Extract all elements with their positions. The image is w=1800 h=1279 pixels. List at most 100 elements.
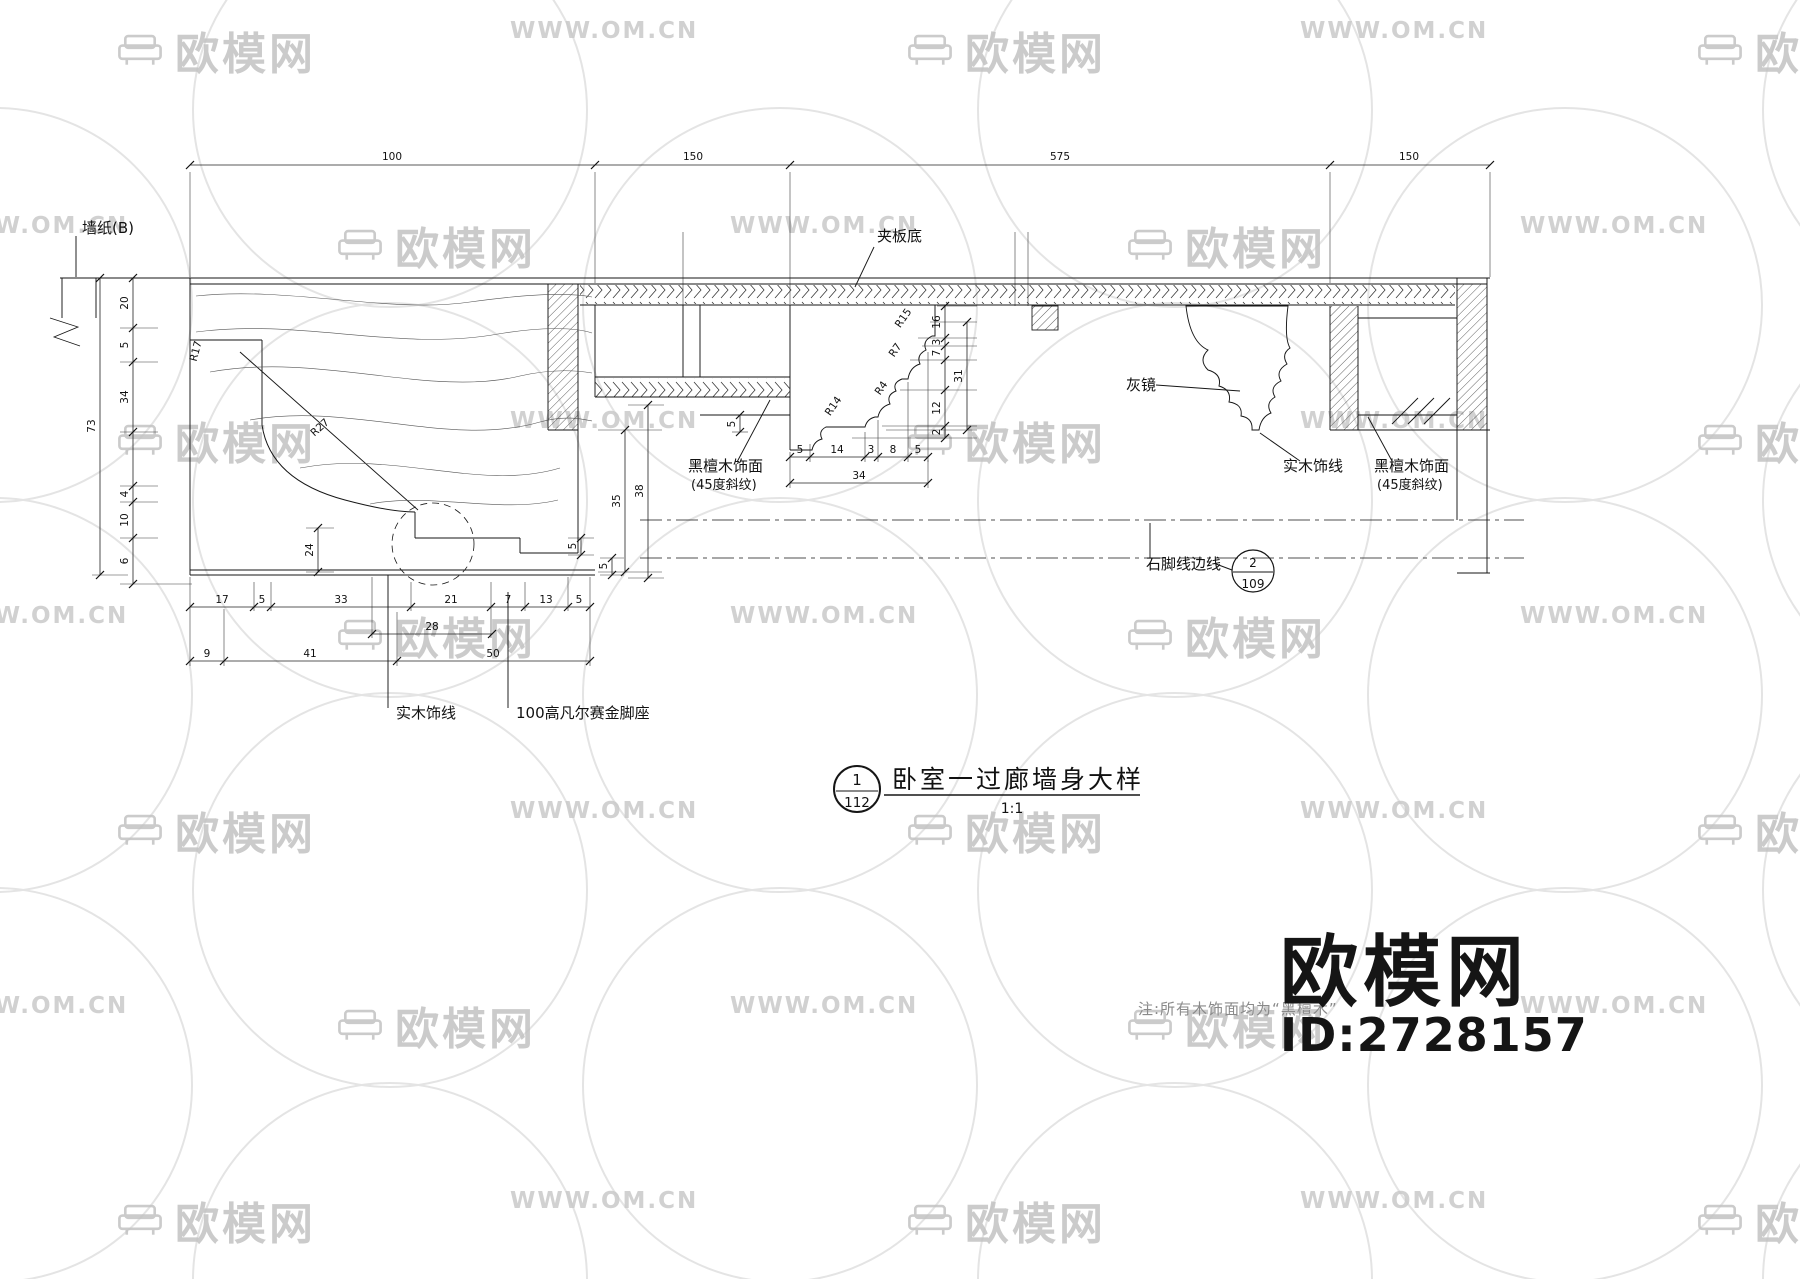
- sofa-icon: [908, 34, 952, 65]
- label-ebony-veneer-right: 黑檀木饰面: [1374, 457, 1449, 475]
- radius-label: R15: [893, 306, 915, 330]
- watermark-ring: [582, 887, 978, 1279]
- left-dimension-chain: 20 5 34 73 4 10 6 24: [86, 296, 316, 564]
- dim-label: 16: [931, 315, 943, 329]
- watermark-ring: [0, 887, 193, 1279]
- dim-label: 3: [868, 444, 875, 456]
- sofa-icon: [118, 1204, 162, 1235]
- dim-label: 7: [931, 350, 943, 357]
- watermark-ring: [1762, 383, 1800, 617]
- watermark-brand: 欧模网: [905, 18, 1106, 82]
- label-stone-skirting: 石脚线边线: [1146, 555, 1221, 573]
- watermark-brand: 欧模网: [1125, 993, 1326, 1057]
- watermark-site: WWW.OM.CN: [730, 213, 919, 239]
- watermark-site: WWW.OM.CN: [510, 408, 699, 434]
- mid-vertical-dimensions: 35 38 5 5: [567, 484, 646, 569]
- watermark-brand-text: 欧模网: [1755, 1199, 1800, 1250]
- dim-label: 38: [634, 484, 646, 497]
- watermark-site: WWW.OM.CN: [0, 603, 129, 629]
- sofa-icon: [338, 229, 382, 260]
- radius-label: R17: [188, 340, 205, 363]
- label-ebony-veneer-right-sub: (45度斜纹): [1377, 477, 1443, 493]
- watermark-ring: [1367, 887, 1763, 1279]
- watermark-site: WWW.OM.CN: [730, 603, 919, 629]
- title-sheet-number: 112: [844, 795, 870, 811]
- label-ebony-veneer-left: 黑檀木饰面: [688, 457, 763, 475]
- watermark-brand-text: 欧模网: [965, 809, 1106, 860]
- watermark-ring: [977, 692, 1373, 1088]
- watermark-site: WWW.OM.CN: [1520, 993, 1709, 1019]
- watermark-brand-text: 欧模网: [1755, 419, 1800, 470]
- watermark-brand-text: 欧模网: [965, 419, 1106, 470]
- watermark-ring: [0, 497, 193, 893]
- dim-label: 150: [1399, 151, 1419, 163]
- radius-label: R14: [823, 394, 845, 418]
- watermark-ring: [192, 302, 588, 698]
- dim-label: 6: [119, 557, 131, 564]
- watermark-site: WWW.OM.CN: [730, 993, 919, 1019]
- hatched-members: [548, 284, 1487, 430]
- watermark-ring: [192, 692, 588, 1088]
- label-plywood-base: 夹板底: [877, 227, 922, 245]
- top-dimension-chain: 100 150 575 150: [382, 151, 1419, 163]
- dim-label: 50: [486, 648, 499, 660]
- watermark-brand: 欧模网: [1695, 798, 1800, 862]
- watermark-brand: 欧模网: [335, 603, 536, 667]
- dim-label: 41: [303, 648, 316, 660]
- label-solid-wood-bottom: 实木饰线: [396, 704, 456, 722]
- watermark-site: WWW.OM.CN: [1520, 213, 1709, 239]
- dim-label: 10: [119, 513, 131, 526]
- dim-label: 5: [567, 543, 579, 550]
- watermark-ring: [1762, 773, 1800, 1007]
- watermark-brand-text: 欧模网: [395, 614, 536, 665]
- watermark-brand: 欧模网: [115, 408, 316, 472]
- watermark-brand-text: 欧模网: [395, 1004, 536, 1055]
- detail-callout-circle: [1231, 549, 1275, 593]
- dim-label: 9: [204, 648, 211, 660]
- profiles-and-details: [49, 293, 1524, 813]
- watermark-brand: 欧模网: [1695, 408, 1800, 472]
- dim-label: 7: [505, 594, 512, 606]
- corbel-bracket: [1185, 305, 1291, 431]
- wood-grain-lines: [195, 293, 593, 506]
- watermark-brand-text: 欧模网: [1185, 1004, 1326, 1055]
- drawing-text: 100 150 575 150 20 5 34 73 4 10 6 24 17 …: [82, 151, 1449, 817]
- watermark-ring: [1762, 0, 1800, 227]
- sofa-icon: [338, 619, 382, 650]
- label-solid-wood-right: 实木饰线: [1283, 457, 1343, 475]
- dim-label: 33: [334, 594, 347, 606]
- title-callout-circle: [833, 765, 881, 813]
- sofa-icon: [1128, 619, 1172, 650]
- watermark-brand-text: 欧模网: [1185, 614, 1326, 665]
- dim-label: 28: [425, 621, 438, 633]
- watermark-brand: 欧模网: [1695, 18, 1800, 82]
- dim-label: 5: [576, 594, 583, 606]
- watermark-brand-text: 欧模网: [175, 419, 316, 470]
- watermark-brand-text: 欧模网: [1755, 29, 1800, 80]
- watermark-brand: 欧模网: [1125, 603, 1326, 667]
- wall-break-symbol: [49, 317, 81, 347]
- section-outline-lines: [60, 236, 1490, 792]
- dim-label: 24: [304, 543, 316, 557]
- sofa-icon: [1128, 229, 1172, 260]
- watermark-brand-text: 欧模网: [1185, 224, 1326, 275]
- material-note: 注:所有木饰面均为“黑檀木”: [1138, 1000, 1338, 1018]
- watermark-brand: 欧模网: [1125, 213, 1326, 277]
- dim-label: 17: [215, 594, 228, 606]
- watermark-brand: 欧模网: [905, 1188, 1106, 1252]
- sofa-icon: [1698, 424, 1742, 455]
- dim-label: 20: [119, 296, 131, 309]
- watermark-site: WWW.OM.CN: [510, 1188, 699, 1214]
- cornice-dimensions: 5 14 3 8 5 34 16 3 7 31 12 2 5: [726, 315, 965, 482]
- sofa-icon: [1698, 34, 1742, 65]
- dim-label: 5: [726, 421, 738, 428]
- sofa-icon: [1128, 1009, 1172, 1040]
- watermark-ring: [977, 1082, 1373, 1279]
- watermark-brand-text: 欧模网: [965, 1199, 1106, 1250]
- dim-label: 14: [830, 444, 844, 456]
- watermark-site: WWW.OM.CN: [0, 213, 129, 239]
- dim-label: 2: [931, 429, 943, 436]
- watermark-site: WWW.OM.CN: [510, 18, 699, 44]
- watermark-brand: 欧模网: [1695, 1188, 1800, 1252]
